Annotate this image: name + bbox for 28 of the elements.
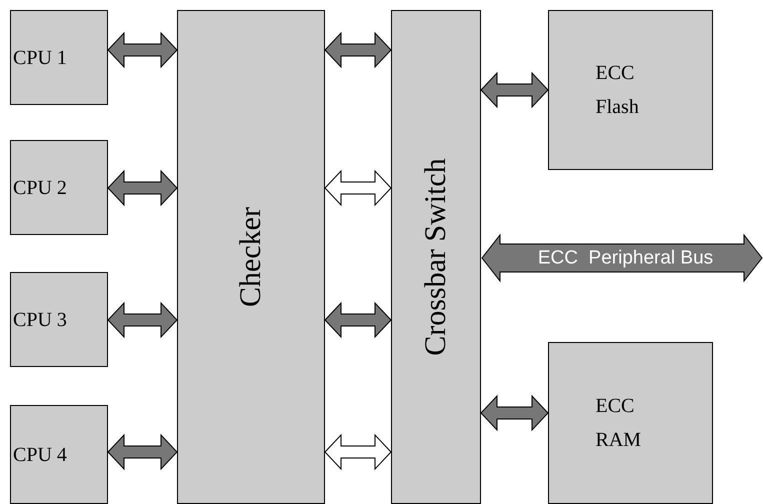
double-arrow: [107, 32, 178, 68]
cpu-label: CPU 3: [12, 308, 67, 332]
module-box: [391, 10, 481, 504]
cpu-box: [10, 10, 108, 105]
memory-box: [548, 10, 713, 170]
module-box: [177, 10, 325, 504]
double-arrow: [107, 302, 178, 338]
cpu-box: [10, 405, 108, 504]
cpu-label: CPU 1: [12, 46, 67, 70]
double-arrow: [324, 170, 392, 206]
cpu-box: [10, 140, 108, 235]
double-arrow: [324, 302, 392, 338]
memory-box: [548, 342, 713, 504]
double-arrow: [107, 170, 178, 206]
double-arrow: [324, 32, 392, 68]
double-arrow: [107, 434, 178, 470]
edge-label: ECC Peripheral Bus: [538, 248, 714, 268]
cpu-box: [10, 272, 108, 367]
module-label: Checker: [236, 207, 266, 307]
cpu-label: CPU 2: [12, 176, 67, 200]
module-label: Crossbar Switch: [421, 158, 451, 356]
memory-label: ECC RAM: [596, 394, 642, 453]
double-arrow: [324, 434, 392, 470]
double-arrow: [481, 234, 763, 282]
memory-label: ECC Flash: [596, 61, 640, 120]
double-arrow: [480, 394, 549, 432]
double-arrow: [480, 72, 549, 108]
cpu-label: CPU 4: [12, 442, 67, 468]
